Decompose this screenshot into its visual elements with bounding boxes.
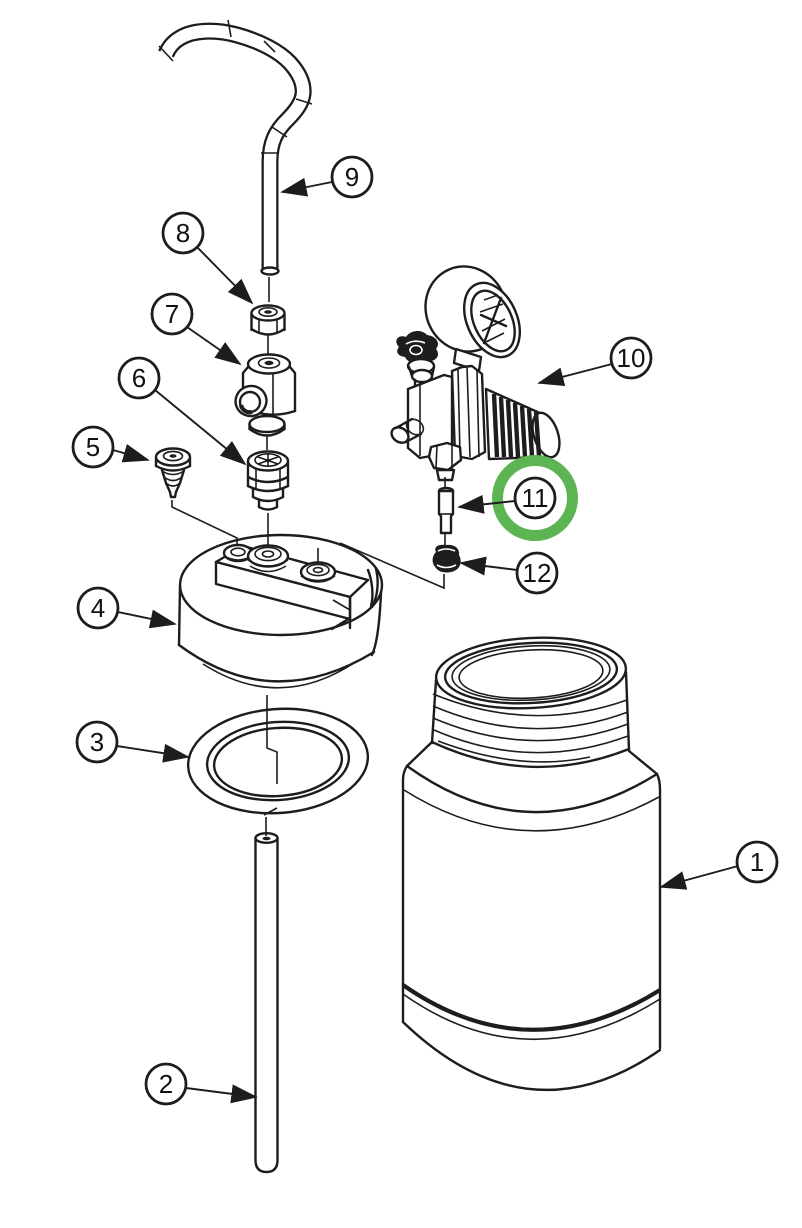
part-7-elbow-valve [234, 353, 297, 437]
part-11-pin-fitting [437, 477, 455, 535]
callout-label: 9 [345, 162, 359, 192]
highlight-ring [492, 455, 578, 541]
callout-circle [150, 292, 194, 336]
callout-7: 7 [150, 292, 242, 366]
callout-circle [330, 155, 374, 199]
callout-label: 12 [523, 558, 552, 588]
callout-4: 4 [76, 586, 177, 630]
callout-label: 10 [617, 343, 646, 373]
part-5-check-valve [154, 447, 192, 499]
callout-circle [609, 336, 653, 380]
callout-8: 8 [161, 211, 254, 305]
callout-12: 12 [459, 551, 559, 595]
callout-11: 11 [457, 476, 557, 520]
part-4-lid [177, 533, 384, 689]
callout-label: 8 [176, 218, 190, 248]
part-9-handle-tube [158, 19, 313, 276]
part-12-nut-fitting [432, 544, 461, 573]
callout-circle [75, 720, 119, 764]
callout-circle [76, 586, 120, 630]
callout-label: 4 [91, 593, 105, 623]
callout-circle [117, 356, 161, 400]
assembly-lines [171, 277, 446, 836]
callout-circle [735, 840, 779, 884]
callout-1: 1 [659, 840, 779, 890]
gauge-face-markings [479, 294, 508, 345]
callout-2: 2 [144, 1062, 258, 1106]
part-2-tube [254, 832, 279, 1174]
callout-circle [144, 1062, 188, 1106]
callout-9: 9 [280, 155, 374, 199]
callout-6: 6 [117, 356, 247, 466]
callout-circle [513, 476, 557, 520]
callout-label: 6 [132, 363, 146, 393]
callout-label: 2 [159, 1069, 173, 1099]
callout-label: 11 [522, 483, 549, 513]
callout-label: 1 [750, 847, 764, 877]
callout-10: 10 [537, 336, 653, 386]
callout-label: 5 [86, 432, 100, 462]
petcock-handle [396, 331, 439, 364]
callout-circle [515, 551, 559, 595]
callout-circle [71, 425, 115, 469]
callout-label: 3 [90, 727, 104, 757]
part-8-nut [250, 304, 286, 336]
callout-label: 7 [165, 299, 179, 329]
callout-3: 3 [75, 720, 190, 764]
part-3-gasket [186, 707, 370, 815]
callout-5: 5 [71, 425, 150, 469]
part-10-regulator [390, 265, 561, 482]
part-1-canister [401, 636, 662, 1092]
callout-circle [161, 211, 205, 255]
part-6-fitting [246, 450, 290, 511]
